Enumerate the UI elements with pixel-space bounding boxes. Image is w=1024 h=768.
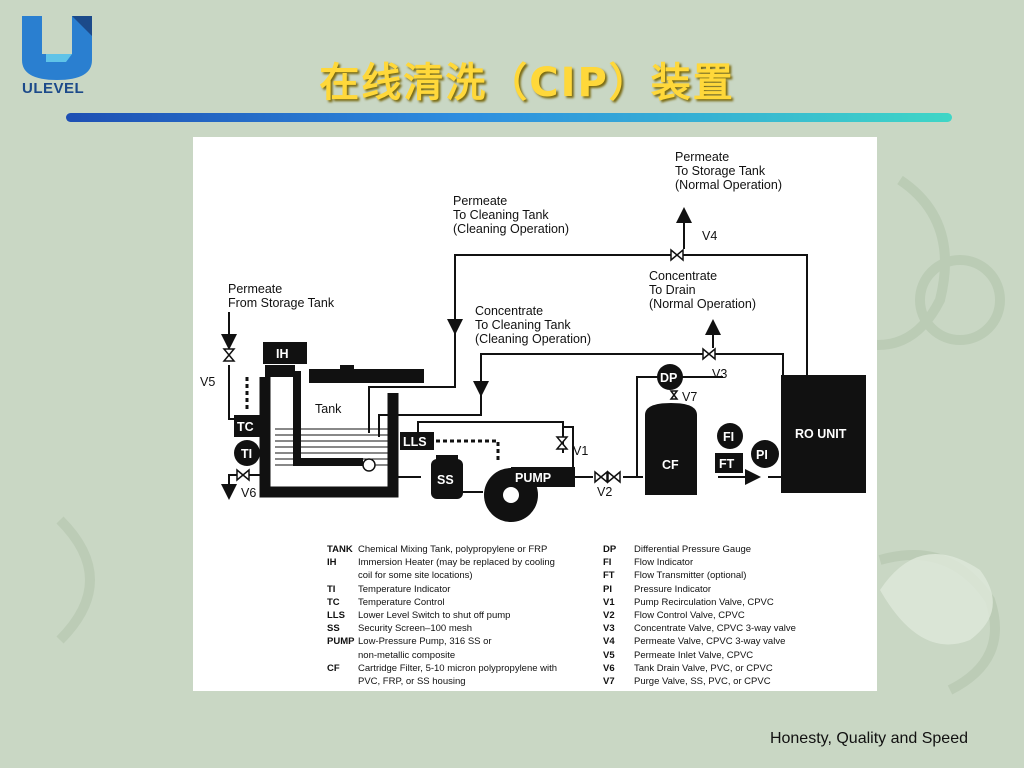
- legend-value: Temperature Control: [358, 596, 445, 608]
- label-v6: V6: [241, 486, 256, 500]
- legend-value: Tank Drain Valve, PVC, or CPVC: [634, 662, 773, 674]
- label-ft: FT: [719, 457, 735, 471]
- legend-key: V2: [603, 610, 615, 621]
- legend-value: non-metallic composite: [358, 649, 456, 661]
- legend-key: PI: [603, 583, 612, 595]
- immersion-heater: [263, 342, 307, 377]
- legend-key: SS: [327, 623, 340, 635]
- ro-unit: [781, 375, 866, 493]
- temperature-controls: [234, 377, 260, 466]
- legend-value: Pressure Indicator: [634, 583, 712, 595]
- label-tc: TC: [237, 420, 254, 434]
- label-dp: DP: [660, 371, 677, 385]
- title-underline-bar: [66, 113, 952, 122]
- label-concentrate-drain-line-2: To Drain: [649, 283, 696, 297]
- fi-indicator: [717, 423, 743, 449]
- legend-value: Permeate Valve, CPVC 3-way valve: [634, 636, 786, 648]
- legend-key: TANK: [327, 544, 353, 555]
- label-concentrate-drain-line-1: Concentrate: [649, 269, 717, 283]
- legend-key: CF: [327, 662, 340, 674]
- legend-key: PUMP: [327, 636, 355, 648]
- label-v5: V5: [200, 375, 215, 389]
- ft-transmitter: [715, 453, 743, 473]
- legend-value: Immersion Heater (may be replaced by coo…: [358, 557, 555, 569]
- legend-key: V4: [603, 636, 615, 648]
- lower-level-switch: [400, 432, 500, 462]
- legend-key: LLS: [327, 610, 345, 621]
- low-pressure-pump: [484, 467, 575, 522]
- legend-value: Security Screen–100 mesh: [358, 623, 473, 635]
- label-v4: V4: [702, 229, 717, 243]
- legend-key: V3: [603, 623, 615, 635]
- legend-value: Flow Indicator: [634, 557, 694, 569]
- label-concentrate-cleaning-line-2: To Cleaning Tank: [475, 318, 571, 332]
- label-tank: Tank: [315, 402, 342, 416]
- legend-key: DP: [603, 544, 617, 555]
- legend-value: Cartridge Filter, 5-10 micron polypropyl…: [358, 662, 558, 674]
- label-concentrate-drain-line-3: (Normal Operation): [649, 297, 756, 311]
- legend-value: Flow Transmitter (optional): [634, 570, 747, 582]
- legend-value: Low-Pressure Pump, 316 SS or: [358, 636, 492, 648]
- label-lls: LLS: [403, 435, 427, 449]
- legend-key: V7: [603, 676, 615, 687]
- legend-value: Lower Level Switch to shut off pump: [358, 610, 511, 621]
- legend-value: Purge Valve, SS, PVC, or CPVC: [634, 676, 771, 687]
- label-ih: IH: [276, 347, 289, 361]
- label-concentrate-cleaning-line-3: (Cleaning Operation): [475, 332, 591, 346]
- permeate-return-line: [684, 254, 808, 377]
- label-permeate-from-line-2: From Storage Tank: [228, 296, 335, 310]
- dp-gauge: [657, 364, 683, 390]
- legend-value: Flow Control Valve, CPVC: [634, 610, 745, 621]
- legend-key: IH: [327, 557, 337, 569]
- label-permeate-storage-line-3: (Normal Operation): [675, 178, 782, 192]
- label-v3: V3: [712, 367, 727, 381]
- label-permeate-cleaning-line-3: (Cleaning Operation): [453, 222, 569, 236]
- legend-value: PVC, FRP, or SS housing: [358, 676, 466, 687]
- legend-value: Chemical Mixing Tank, polypropylene or F…: [358, 544, 548, 555]
- legend-value: Temperature Indicator: [358, 583, 451, 595]
- cartridge-filter: [645, 403, 697, 495]
- security-screen: [431, 455, 463, 499]
- chemical-mixing-tank: [259, 365, 424, 498]
- label-v1: V1: [573, 444, 588, 458]
- legend-value: Differential Pressure Gauge: [634, 544, 752, 555]
- label-fi: FI: [723, 430, 734, 444]
- legend-value: coil for some site locations): [358, 570, 473, 582]
- ulevel-logo-icon: [18, 14, 98, 104]
- legend-value: Pump Recirculation Valve, CPVC: [634, 596, 774, 608]
- legend-key: V5: [603, 649, 615, 661]
- legend-key: TC: [327, 596, 340, 608]
- label-cf: CF: [662, 458, 679, 472]
- label-permeate-cleaning-line-2: To Cleaning Tank: [453, 208, 549, 222]
- label-permeate-storage-line-1: Permeate: [675, 150, 729, 164]
- label-pi: PI: [756, 448, 768, 462]
- footer-slogan: Honesty, Quality and Speed: [769, 730, 968, 747]
- legend-key: TI: [327, 583, 336, 595]
- page-title: 在线清洗（CIP）装置: [319, 60, 735, 106]
- label-permeate-from-line-1: Permeate: [228, 282, 282, 296]
- legend-left: TANK Chemical Mixing Tank, polypropylene …: [327, 544, 577, 689]
- valves: [222, 248, 716, 484]
- label-ti: TI: [241, 447, 252, 461]
- pi-indicator: [751, 440, 779, 468]
- legend-value: Permeate Inlet Valve, CPVC: [634, 649, 754, 661]
- label-permeate-storage-line-2: To Storage Tank: [675, 164, 766, 178]
- legend-key: FI: [603, 557, 612, 569]
- logo-text: ULEVEL: [22, 80, 85, 97]
- legend-key: FT: [603, 570, 615, 582]
- label-concentrate-cleaning-line-1: Concentrate: [475, 304, 543, 318]
- label-ro-unit: RO UNIT: [795, 427, 847, 441]
- label-v2: V2: [597, 485, 612, 499]
- legend-key: V1: [603, 596, 615, 608]
- label-pump: PUMP: [515, 471, 551, 485]
- legend-value: Concentrate Valve, CPVC 3-way valve: [634, 623, 796, 635]
- label-v7: V7: [682, 390, 697, 404]
- legend-key: V6: [603, 662, 615, 674]
- label-ss: SS: [437, 473, 454, 487]
- label-permeate-cleaning-line-1: Permeate: [453, 194, 507, 208]
